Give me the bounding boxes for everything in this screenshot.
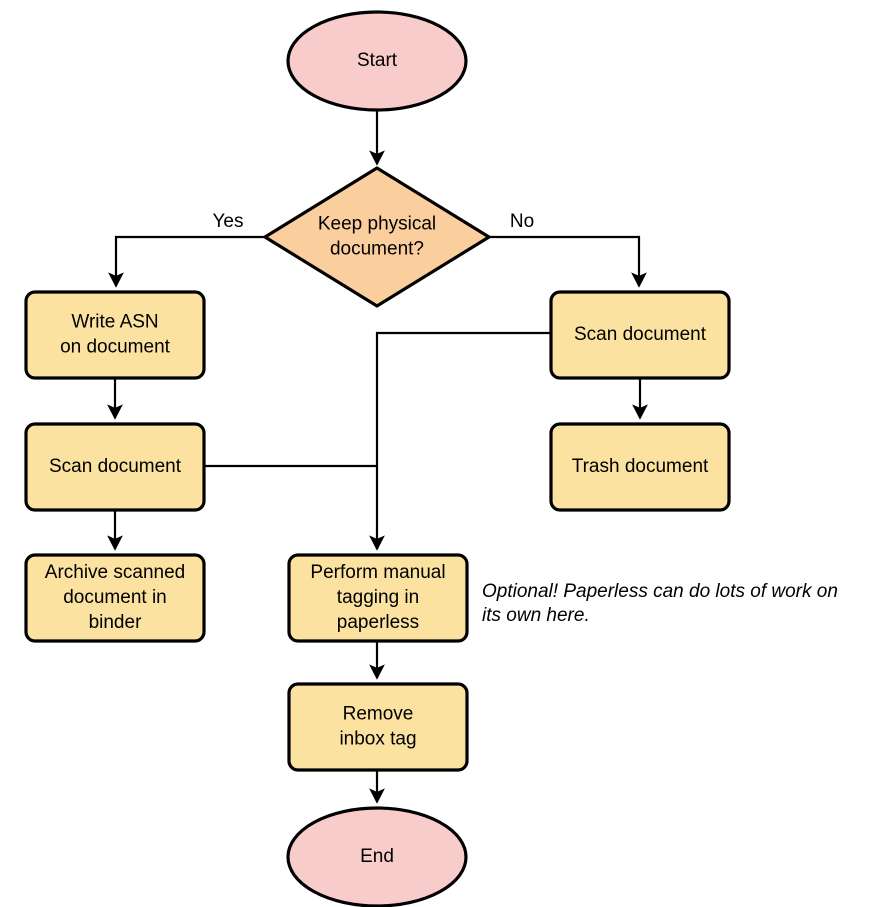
node-trash[interactable]: Trash document: [549, 422, 731, 512]
node-label-line: Write ASN: [71, 312, 158, 333]
process-box: [287, 682, 469, 772]
node-label-line: on document: [60, 337, 171, 358]
node-remove-inbox-tag[interactable]: Remove inbox tag: [287, 682, 469, 772]
terminal-ellipse: [286, 806, 468, 907]
edge-label-yes: Yes: [213, 211, 244, 232]
edges-layer: Yes No: [107, 110, 648, 804]
edge-label-no: No: [510, 211, 534, 232]
node-write-asn[interactable]: Write ASN on document: [24, 290, 206, 380]
annotation-line: Optional! Paperless can do lots of work …: [482, 581, 838, 602]
edge-path: [108, 235, 265, 288]
process-box: [549, 422, 731, 512]
edge-decision-no-to-scan-right: No: [489, 211, 647, 288]
node-scan-left[interactable]: Scan document: [24, 422, 206, 512]
edge-path: [489, 235, 647, 288]
node-end[interactable]: End: [286, 806, 468, 907]
decision-diamond: [263, 166, 491, 308]
edge-decision-yes-to-write-asn: Yes: [108, 211, 265, 288]
node-label-line: binder: [89, 612, 142, 633]
annotations-layer: Optional! Paperless can do lots of work …: [482, 581, 838, 626]
node-label-line: Scan document: [49, 456, 182, 477]
node-decision[interactable]: Keep physical document?: [263, 166, 491, 308]
annotation-optional-note: Optional! Paperless can do lots of work …: [482, 581, 838, 626]
node-manual-tagging[interactable]: Perform manual tagging in paperless: [287, 553, 469, 643]
node-label-line: document?: [330, 239, 424, 260]
node-label-line: End: [360, 846, 394, 867]
edge-scan-right-to-manual-tagging: [369, 331, 551, 551]
node-label-line: Keep physical: [318, 214, 436, 235]
edge-path: [369, 331, 551, 551]
node-label-line: document in: [63, 587, 167, 608]
node-label-line: Remove: [343, 704, 414, 725]
process-box: [24, 290, 206, 380]
node-label-line: Perform manual: [310, 562, 445, 583]
terminal-ellipse: [286, 10, 468, 112]
node-scan-right[interactable]: Scan document: [549, 290, 731, 380]
node-label-line: Trash document: [572, 456, 709, 477]
process-box: [24, 422, 206, 512]
node-archive-binder[interactable]: Archive scanned document in binder: [24, 553, 206, 643]
node-label-line: paperless: [337, 612, 419, 633]
process-box: [549, 290, 731, 380]
node-label-line: inbox tag: [339, 729, 416, 750]
node-start[interactable]: Start: [286, 10, 468, 112]
node-label-line: Scan document: [574, 324, 707, 345]
process-box: [287, 553, 469, 643]
node-label-line: Archive scanned: [45, 562, 185, 583]
node-label-line: Start: [357, 50, 398, 71]
process-box: [24, 553, 206, 643]
annotation-line: its own here.: [482, 605, 590, 626]
node-label-line: tagging in: [337, 587, 419, 608]
